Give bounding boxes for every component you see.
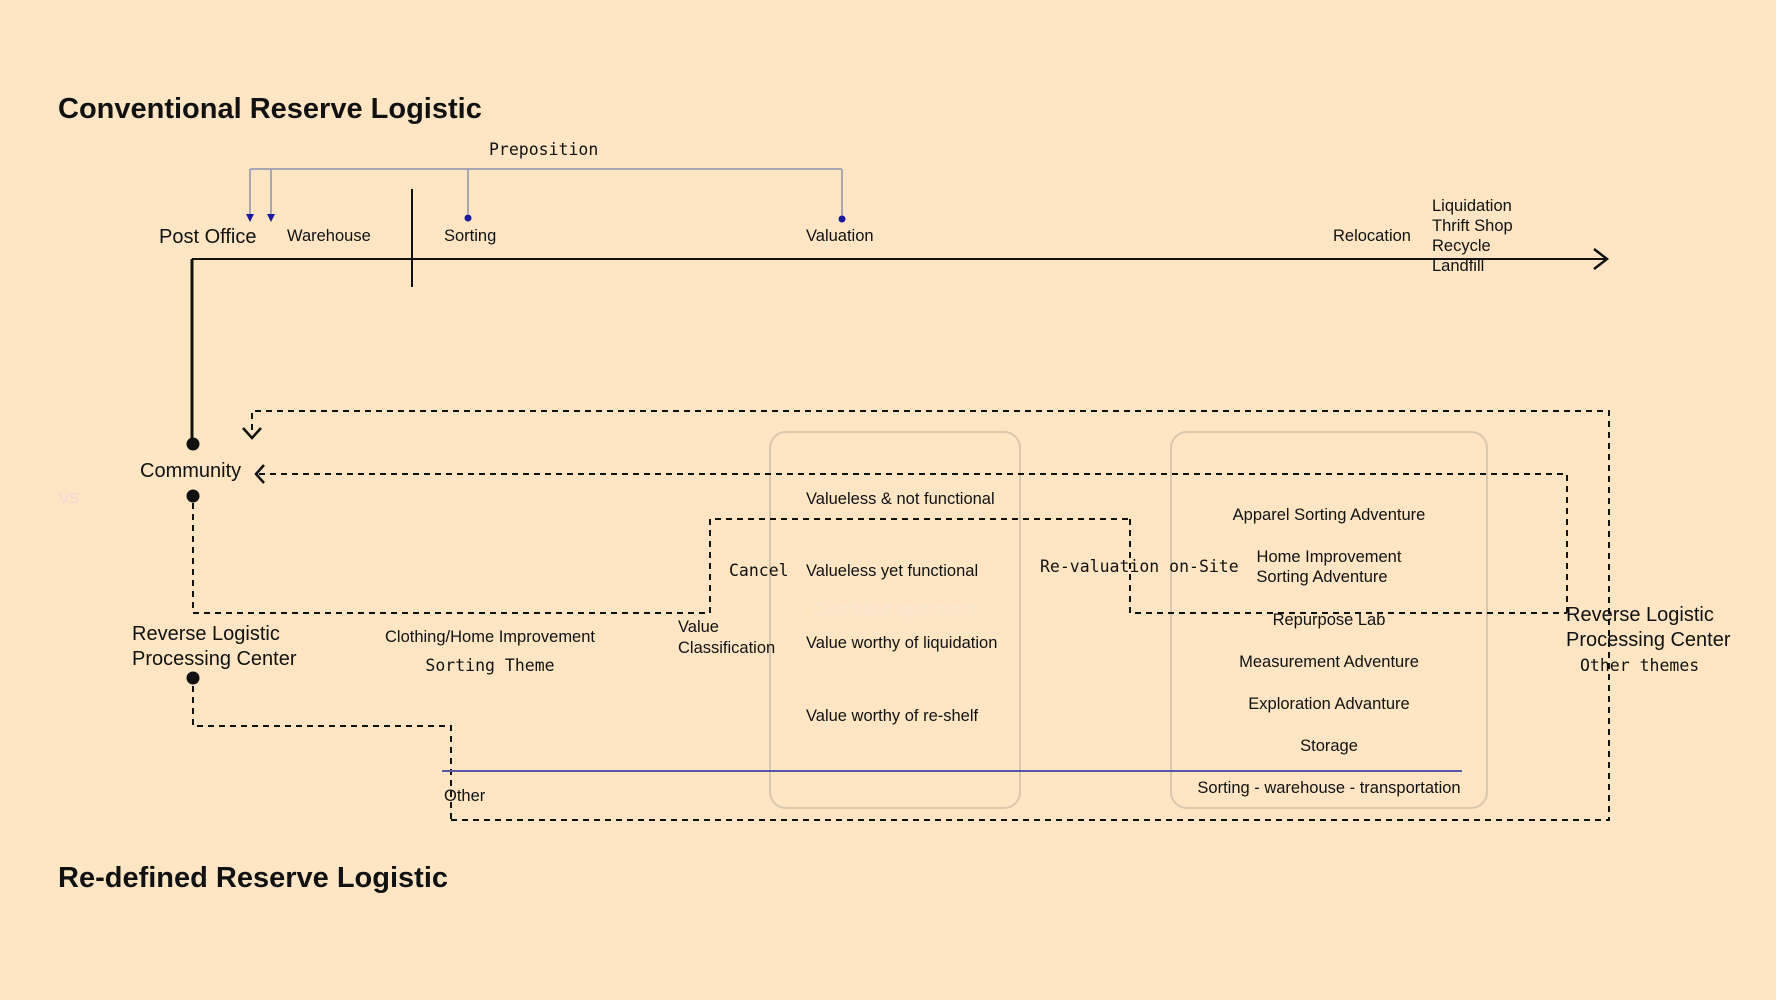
warehouse-label: Warehouse <box>287 227 371 245</box>
relocation-label: Relocation <box>1333 227 1411 245</box>
capitalist-approach-label: Capitalist approach <box>813 599 977 620</box>
adventure-sorting-warehouse: Sorting - warehouse - transportation <box>1197 779 1461 797</box>
outcome-thrift-shop: Thrift Shop <box>1432 217 1513 235</box>
outcome-recycle: Recycle <box>1432 237 1491 255</box>
value-item-yet-functional: Valueless yet functional <box>806 562 979 580</box>
valuation-label: Valuation <box>806 227 874 245</box>
title-conventional: Conventional Reserve Logistic <box>58 93 482 125</box>
outcome-landfill: Landfill <box>1432 257 1485 275</box>
adventure-box <box>1170 431 1488 809</box>
adventure-home-improvement: Home Improvement <box>1256 548 1402 566</box>
community-node-top <box>186 437 200 451</box>
outer-return-arrowhead <box>242 427 262 440</box>
adventure-repurpose-lab: Repurpose Lab <box>1272 611 1386 629</box>
other-label: Other <box>444 787 486 805</box>
value-item-reshelf: Value worthy of re-shelf <box>806 707 979 725</box>
adventure-storage: Storage <box>1300 737 1358 755</box>
adventure-apparel: Apparel Sorting Adventure <box>1232 506 1426 524</box>
marker-sorting <box>464 214 472 222</box>
sorting-label: Sorting <box>444 227 497 245</box>
other-themes-label: Other themes <box>1580 656 1700 675</box>
arrowhead-warehouse <box>267 214 275 222</box>
sorting-theme-line1: Clothing/Home Improvement <box>384 628 596 646</box>
value-item-liquidation: Value worthy of liquidation <box>806 634 998 652</box>
loop-processing-out <box>192 686 452 820</box>
sorting-theme-line2: Sorting Theme <box>425 656 555 675</box>
rlpc-node <box>186 671 200 685</box>
revaluation-label: Re-valuation on-Site <box>1040 557 1239 576</box>
value-classification-line1: Value <box>678 618 719 636</box>
marker-valuation <box>838 215 846 223</box>
outcome-liquidation: Liquidation <box>1432 197 1512 215</box>
preposition-label: Preposition <box>489 140 599 159</box>
value-classification-line2: Classification <box>678 639 776 657</box>
post-office-label: Post Office <box>159 226 257 248</box>
loop-cancel <box>192 503 1130 614</box>
cancel-label: Cancel <box>729 561 789 580</box>
adventure-measurement: Measurement Adventure <box>1239 653 1419 671</box>
loop-revaluation <box>1129 519 1567 614</box>
timeline-arrowhead <box>1593 248 1610 270</box>
title-redefined: Re-defined Reserve Logistic <box>58 862 448 894</box>
loop-outer-return <box>251 410 1610 821</box>
vs-label: VS <box>59 490 80 507</box>
value-box <box>769 431 1021 809</box>
community-node-bottom <box>186 489 200 503</box>
rlpc-left-line2: Processing Center <box>132 648 297 670</box>
rlpc-right-line1: Reverse Logistic <box>1566 604 1714 626</box>
adventure-exploration: Exploration Advanture <box>1248 695 1410 713</box>
value-item-not-functional: Valueless & not functional <box>806 490 995 508</box>
community-label: Community <box>140 460 242 482</box>
rlpc-left-line1: Reverse Logistic <box>132 623 280 645</box>
arrowhead-post-office <box>246 214 254 222</box>
community-return-arrowhead <box>254 464 265 484</box>
loop-community-return <box>256 473 1568 613</box>
adventure-sorting: Sorting Adventure <box>1256 568 1388 586</box>
rlpc-right-line2: Processing Center <box>1566 629 1731 651</box>
